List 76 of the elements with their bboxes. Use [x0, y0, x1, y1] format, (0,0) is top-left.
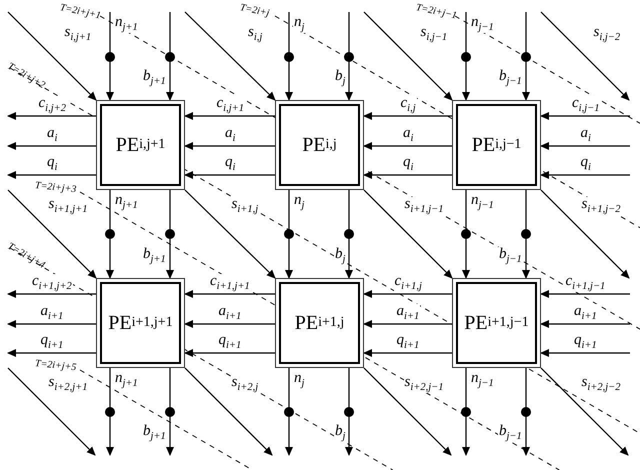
arrow [522, 368, 530, 456]
edge-label: b$_{j}$ [334, 246, 346, 265]
arrow [184, 112, 275, 120]
edge-label: c$_{i,j}$ [400, 96, 417, 114]
arrow [184, 290, 275, 298]
arrow [7, 112, 96, 120]
edge-label: s$_{i+1,j}$ [230, 196, 260, 215]
arrow [184, 320, 275, 328]
edge-label: b$_{j+1}$ [142, 246, 167, 265]
arrow [7, 320, 96, 328]
edge-label: c$_{i+1,j+1}$ [209, 274, 251, 292]
arrow [363, 171, 452, 179]
arrow [364, 12, 453, 101]
edge-label: a$_{i+1}$ [396, 304, 420, 322]
edge-label: b$_{j}$ [334, 68, 346, 87]
edge-label: s$_{i+1,j−1}$ [404, 196, 444, 215]
arrow [540, 142, 630, 150]
edge-label: c$_{i,j−1}$ [571, 96, 600, 114]
arrow [7, 290, 96, 298]
arrow [166, 190, 174, 279]
arrow [7, 171, 96, 179]
arrow [540, 290, 630, 298]
edge-label: a$_{i+1}$ [573, 304, 598, 322]
edge-label: b$_{j+1}$ [142, 68, 167, 87]
arrow [540, 171, 630, 179]
edge-label: s$_{i+1,j−2}$ [580, 196, 622, 215]
edge-label: b$_{j+1}$ [142, 424, 167, 442]
arrow [540, 320, 630, 328]
arrow [345, 12, 353, 101]
arrow [462, 12, 470, 101]
arrow [363, 142, 452, 150]
arrow [462, 190, 470, 279]
edge-label: b$_{j}$ [334, 424, 346, 442]
arrow [106, 368, 114, 456]
arrow [522, 12, 530, 101]
edge-label: c$_{i,j+2}$ [38, 96, 67, 114]
edge-label: b$_{j−1}$ [498, 68, 523, 87]
arrow [285, 190, 293, 279]
edge-label: c$_{i+1,j+2}$ [31, 274, 73, 292]
edge-label: b$_{j−1}$ [498, 424, 523, 442]
arrow [462, 368, 470, 456]
arrow [363, 320, 452, 328]
arrow [166, 368, 174, 456]
time-label: T=2i+j+5 [34, 359, 77, 374]
arrow [184, 349, 275, 357]
arrow [540, 368, 629, 456]
arrow [106, 190, 114, 279]
arrow [345, 368, 353, 456]
edge-label: c$_{i,j+1}$ [216, 96, 245, 114]
arrow [363, 112, 452, 120]
arrow [7, 349, 96, 357]
arrow [364, 190, 453, 279]
arrow [345, 190, 353, 279]
arrow [285, 12, 293, 101]
arrow [7, 142, 96, 150]
time-label: T=2i+j+1 [58, 3, 102, 22]
arrow [8, 12, 97, 101]
arrow [166, 12, 174, 101]
arrow [184, 368, 273, 456]
time-label: T=2i+j [238, 3, 270, 20]
arrow [184, 190, 276, 279]
arrow [540, 190, 630, 279]
arrow [184, 142, 275, 150]
time-label: T=2i+j−1 [414, 3, 458, 22]
arrow [540, 112, 630, 120]
arrow [540, 349, 630, 357]
arrow [285, 368, 293, 456]
edge-label: b$_{j−1}$ [498, 246, 523, 265]
arrow [363, 349, 452, 357]
arrow [522, 190, 530, 279]
arrow [184, 171, 275, 179]
time-label: T=2i+j+3 [34, 181, 77, 196]
arrow [106, 12, 114, 101]
arrow [8, 190, 97, 279]
arrow [184, 12, 276, 101]
arrow [364, 368, 452, 456]
